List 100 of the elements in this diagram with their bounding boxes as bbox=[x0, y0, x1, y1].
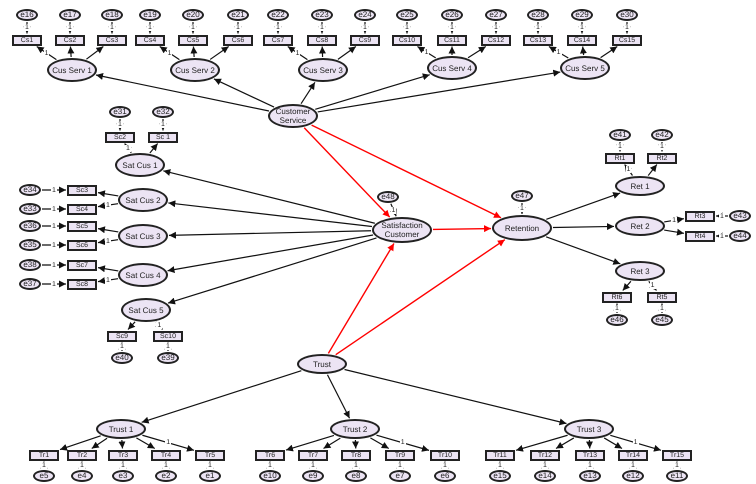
indicator-box bbox=[430, 450, 460, 460]
variable-label: e39 bbox=[161, 354, 175, 362]
variable-label: Ret 1 bbox=[630, 182, 650, 190]
variable-label: e12 bbox=[626, 472, 640, 480]
variable-label: e45 bbox=[655, 316, 669, 324]
indicator-box bbox=[392, 34, 422, 46]
variable-label: e26 bbox=[445, 11, 459, 19]
indicator-box bbox=[29, 450, 59, 460]
latent-variable-ellipse bbox=[330, 419, 380, 439]
error-term-circle bbox=[155, 470, 177, 482]
variable-label: e31 bbox=[113, 108, 127, 116]
latent-variable-ellipse bbox=[268, 104, 318, 128]
arrow bbox=[42, 186, 66, 194]
arrow bbox=[159, 46, 180, 60]
variable-label: e44 bbox=[733, 232, 747, 240]
error-term-circle bbox=[302, 470, 324, 482]
indicator-box bbox=[385, 450, 415, 460]
arrow bbox=[586, 440, 593, 449]
indicator-box bbox=[567, 34, 597, 46]
variable-label: e34 bbox=[23, 186, 37, 194]
variable-label: e28 bbox=[531, 11, 545, 19]
indicator-box bbox=[97, 34, 127, 46]
error-term-circle bbox=[259, 470, 281, 482]
variable-label: Cus Serv 1 bbox=[52, 66, 92, 74]
error-term-circle bbox=[606, 314, 628, 326]
error-term-circle bbox=[377, 191, 399, 203]
variable-label: Sat Cus 2 bbox=[125, 196, 161, 204]
arrow bbox=[648, 164, 658, 176]
arrow bbox=[556, 437, 574, 450]
error-term-circle bbox=[579, 470, 601, 482]
variable-label: Sat Cus 5 bbox=[128, 306, 164, 314]
indicator-box bbox=[618, 450, 648, 460]
arrow bbox=[98, 190, 118, 198]
arrow bbox=[168, 200, 372, 228]
indicator-box bbox=[55, 34, 85, 46]
indicator-box bbox=[612, 34, 642, 46]
arrow bbox=[315, 73, 430, 110]
variable-label: e37 bbox=[23, 280, 37, 288]
variable-label: Sat Cus 4 bbox=[125, 270, 161, 280]
error-term-circle bbox=[441, 9, 463, 21]
error-term-circle bbox=[112, 470, 134, 482]
arrow bbox=[318, 46, 326, 58]
indicator-box bbox=[685, 230, 715, 242]
variable-label: Sat Cus 1 bbox=[122, 160, 158, 170]
latent-variable-ellipse bbox=[427, 56, 477, 80]
arrow bbox=[98, 238, 118, 246]
variable-label: e30 bbox=[620, 11, 634, 19]
structural-path-arrow bbox=[335, 239, 506, 356]
arrow bbox=[67, 46, 74, 58]
indicator-box bbox=[605, 152, 635, 164]
variable-label: Trust 1 bbox=[108, 424, 134, 434]
indicator-box bbox=[108, 450, 138, 460]
arrow bbox=[142, 434, 194, 452]
error-term-circle bbox=[651, 314, 673, 326]
variable-label: e11 bbox=[670, 472, 684, 480]
variable-label: e40 bbox=[115, 354, 129, 362]
variable-label: e29 bbox=[575, 11, 589, 19]
error-term-circle bbox=[19, 184, 41, 196]
error-term-circle bbox=[571, 9, 593, 21]
arrow bbox=[448, 46, 456, 55]
latent-variable-ellipse bbox=[118, 188, 168, 212]
arrow bbox=[42, 242, 66, 248]
variable-label: e43 bbox=[733, 212, 747, 220]
error-term-circle bbox=[489, 470, 511, 482]
error-term-circle bbox=[511, 190, 533, 202]
arrow bbox=[149, 143, 158, 154]
indicator-box bbox=[523, 34, 553, 46]
variable-label: e3 bbox=[118, 472, 128, 480]
error-term-circle bbox=[19, 220, 41, 232]
latent-variable-ellipse bbox=[492, 215, 552, 241]
arrow bbox=[390, 204, 397, 216]
error-term-circle bbox=[485, 9, 507, 21]
arrow bbox=[141, 370, 302, 424]
variable-label: Trust bbox=[313, 360, 331, 368]
arrow bbox=[128, 321, 136, 330]
indicator-box bbox=[263, 34, 293, 46]
variable-label: e36 bbox=[23, 222, 37, 230]
arrow bbox=[167, 234, 374, 273]
variable-label: e38 bbox=[23, 261, 37, 269]
variable-label: Satisfaction Customer bbox=[380, 221, 424, 239]
indicator-box bbox=[662, 450, 692, 460]
arrow bbox=[370, 437, 390, 450]
indicator-box bbox=[67, 184, 97, 196]
variable-label: e48 bbox=[381, 193, 395, 201]
indicator-box bbox=[67, 450, 97, 460]
variable-label: e4 bbox=[78, 472, 86, 480]
variable-label: e33 bbox=[23, 205, 37, 213]
arrow bbox=[210, 46, 230, 60]
variable-label: e21 bbox=[231, 11, 245, 19]
arrow bbox=[326, 374, 350, 419]
arrow bbox=[600, 46, 618, 58]
arrow bbox=[42, 280, 66, 288]
variable-label: Cus Serv 2 bbox=[175, 66, 215, 74]
latent-variable-ellipse bbox=[121, 298, 171, 322]
arrow bbox=[552, 223, 614, 230]
indicator-box bbox=[647, 152, 677, 164]
variable-label: e14 bbox=[538, 472, 552, 480]
arrow bbox=[610, 434, 662, 452]
structural-path-arrow bbox=[304, 127, 390, 218]
variable-label: e9 bbox=[308, 472, 318, 480]
